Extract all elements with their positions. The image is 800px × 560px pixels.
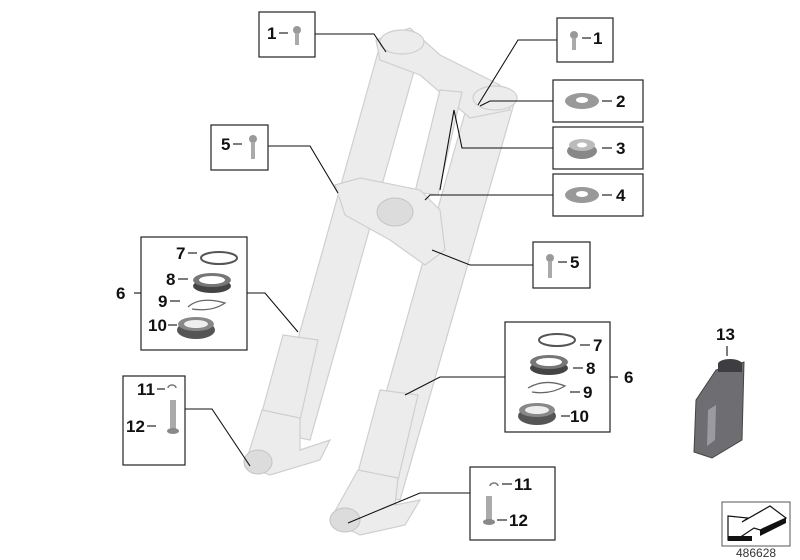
callout-box-5-left[interactable]: 5: [210, 124, 269, 171]
callout-number: 11: [137, 380, 155, 399]
callout-number: 3: [616, 139, 625, 158]
bolt-icon: [546, 254, 554, 278]
bolt-icon: [249, 135, 257, 159]
ring-icon: [538, 333, 576, 347]
callout-number: 4: [616, 186, 626, 205]
callout-number: 8: [166, 270, 175, 289]
callout-number: 5: [221, 135, 230, 154]
clip-icon: [167, 384, 177, 389]
reference-number: 486628: [736, 546, 776, 560]
clip-icon: [489, 482, 499, 487]
callout-number: 7: [176, 244, 185, 263]
bolt-icon: [570, 31, 578, 50]
dust-cap-icon: [177, 317, 215, 339]
callout-number: 1: [267, 24, 276, 43]
callout-box-1-left[interactable]: 1: [258, 11, 316, 58]
bolt-icon: [293, 26, 301, 45]
ring-icon: [200, 251, 238, 265]
dust-cap-icon: [518, 403, 556, 425]
callout-number: 12: [126, 417, 145, 436]
callout-box-5-right[interactable]: 5: [532, 241, 591, 289]
pin-icon: [483, 496, 495, 525]
circlip-icon: [527, 381, 567, 394]
callout-box-11-12-left[interactable]: 11 12: [122, 375, 186, 466]
callout-number: 11: [514, 475, 532, 494]
oil-bottle-icon: [693, 359, 745, 459]
leader-lines: [134, 33, 618, 524]
callout-number: 1: [593, 29, 602, 48]
callout-number: 9: [158, 292, 167, 311]
washer-icon: [565, 93, 599, 109]
callout-number: 12: [509, 511, 528, 530]
seal-icon: [193, 273, 231, 293]
callout-number: 5: [570, 253, 579, 272]
callout-number: 9: [583, 383, 592, 402]
callout-box-1-right[interactable]: 1: [556, 17, 614, 63]
callout-box-6-left[interactable]: 6 7 8 9 10: [116, 236, 248, 351]
callout-box-6-right[interactable]: 6 7 8 9 10: [504, 321, 633, 433]
bearing-icon: [567, 139, 597, 159]
callout-box-2[interactable]: 2: [552, 79, 644, 123]
circlip-icon: [187, 299, 227, 311]
callout-number: 8: [586, 359, 595, 378]
callout-number: 7: [593, 336, 602, 355]
callout-number: 10: [570, 407, 589, 426]
callout-box-4[interactable]: 4: [552, 173, 644, 217]
callout-number: 2: [616, 92, 625, 111]
callout-number: 6: [624, 368, 633, 387]
seal-icon: [530, 355, 568, 375]
washer-icon: [565, 187, 599, 203]
front-fork-drawing: [243, 27, 518, 536]
pin-icon: [167, 400, 179, 434]
callout-box-11-12-right[interactable]: 11 12: [469, 466, 556, 541]
callout-number: 10: [148, 316, 167, 335]
callout-box-3[interactable]: 3: [552, 126, 644, 170]
callout-number: 13: [716, 325, 735, 344]
arrow-return-icon[interactable]: [721, 501, 791, 547]
callout-number: 6: [116, 284, 125, 303]
callout-13-oil-bottle[interactable]: 13: [693, 325, 745, 459]
